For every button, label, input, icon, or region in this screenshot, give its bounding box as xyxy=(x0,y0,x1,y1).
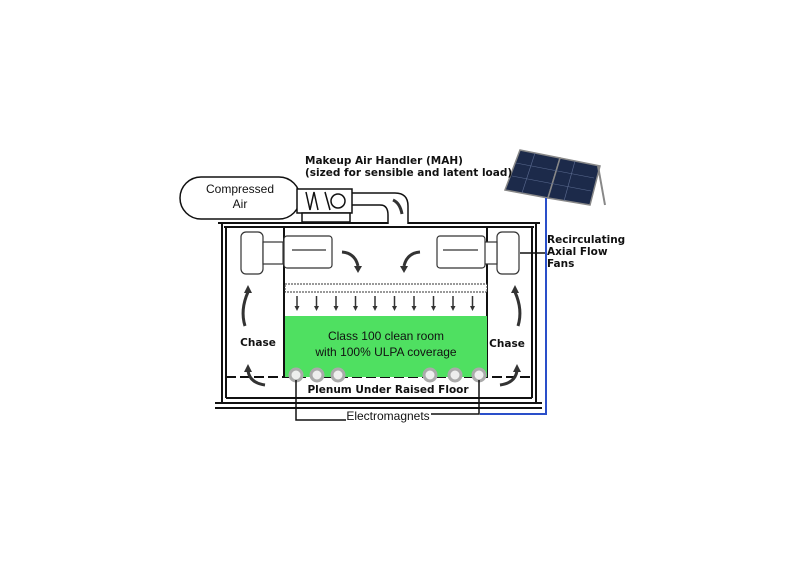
down-arrowhead xyxy=(392,306,397,311)
magnet-leader-left xyxy=(295,380,346,421)
solar-panel-icon xyxy=(503,149,606,206)
cleanroom-label: Class 100 clean room xyxy=(328,329,444,343)
down-arrowhead xyxy=(450,306,456,311)
cleanroom-label-2: with 100% ULPA coverage xyxy=(314,345,457,359)
down-arrowhead xyxy=(333,306,339,311)
compressed-air-label: Compressed xyxy=(206,182,274,196)
electromagnet-icon xyxy=(447,367,463,383)
electromagnets-label: Electromagnets xyxy=(346,409,429,423)
down-arrowhead xyxy=(353,306,358,311)
mah-sublabel: (sized for sensible and latent load) xyxy=(305,167,512,179)
arrowheads xyxy=(244,266,521,372)
magnet-leader-right xyxy=(431,380,480,415)
makeup-air-handler-icon xyxy=(296,188,409,224)
electromagnet-icon xyxy=(422,367,438,383)
electromagnet-icon xyxy=(471,367,487,383)
down-arrowhead xyxy=(314,306,319,311)
right-fan-icon xyxy=(436,231,520,275)
airflow-arrows xyxy=(241,250,522,387)
compressed-air-label-2: Air xyxy=(233,197,248,211)
fans-label-2: Axial Flow xyxy=(547,246,608,258)
electromagnet-icon xyxy=(288,367,304,383)
chase-left-label: Chase xyxy=(240,337,276,349)
downflow-arrows xyxy=(294,296,475,311)
ulpa-filter-row xyxy=(284,283,488,293)
electromagnet-icon xyxy=(330,367,346,383)
power-wire xyxy=(480,198,547,415)
left-fan-icon xyxy=(240,231,333,275)
electromagnet-icon xyxy=(309,367,325,383)
fans-label-3: Fans xyxy=(547,258,574,270)
mah-label: Makeup Air Handler (MAH) xyxy=(305,155,463,167)
down-arrowhead xyxy=(470,306,475,311)
down-arrowhead xyxy=(431,306,436,311)
plenum-label: Plenum Under Raised Floor xyxy=(307,384,469,396)
down-arrowhead xyxy=(411,306,417,311)
chase-right-label: Chase xyxy=(489,338,525,350)
down-arrowhead xyxy=(372,306,378,311)
fans-label: Recirculating xyxy=(547,234,625,246)
airflow-arrow xyxy=(392,198,404,215)
down-arrowhead xyxy=(294,306,300,311)
electromagnets xyxy=(288,367,487,383)
clean-room xyxy=(285,316,487,377)
building-structure xyxy=(215,222,542,409)
